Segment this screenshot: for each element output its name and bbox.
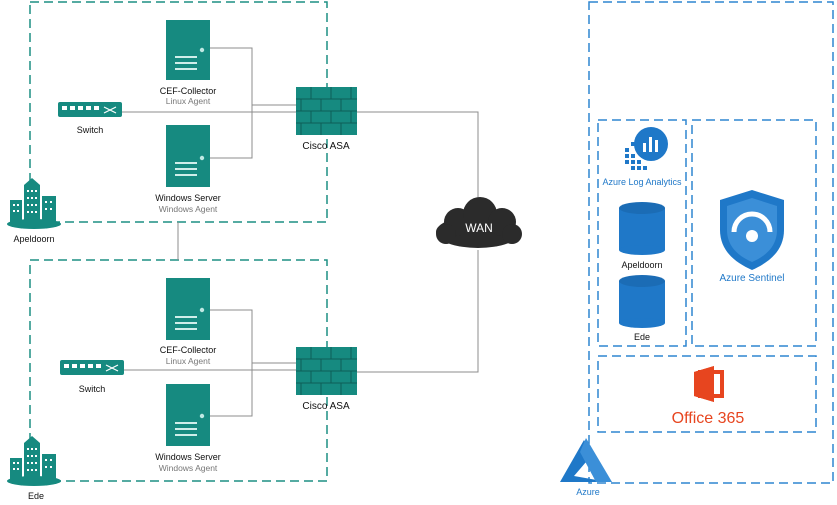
ede-switch-label: Switch [79,384,106,394]
apeldoorn-switch-icon [58,102,122,117]
sentinel-label: Azure Sentinel [719,273,784,284]
apeldoorn-collector-server-icon [166,20,210,80]
wan-cloud-icon [436,197,522,248]
azure-label: Azure [576,487,600,497]
apeldoorn-firewall-label: Cisco ASA [302,141,350,152]
apeldoorn-database-icon [619,202,665,255]
apeldoorn-building-icon [7,178,61,229]
apeldoorn-collector-agent: Linux Agent [166,96,211,106]
log-analytics-icon [625,127,668,170]
ede-database-icon [619,275,665,328]
ede-firewall-icon [296,347,357,395]
azure-boundary [588,1,834,484]
wan-label: WAN [465,221,493,235]
ede-server-label: Windows Server [155,452,221,462]
office-label: Office 365 [672,410,745,427]
ede-firewall-label: Cisco ASA [302,401,350,412]
apeldoorn-server-label: Windows Server [155,193,221,203]
apeldoorn-firewall-icon [296,87,357,135]
office-boundary [597,355,817,433]
apeldoorn-switch-label: Switch [77,125,104,135]
ede-collector-server-icon [166,278,210,340]
sentinel-shield-icon [720,190,784,270]
log-analytics-label: Azure Log Analytics [602,177,682,187]
apeldoorn-windows-server-icon [166,125,210,187]
ede-collector-agent: Linux Agent [166,356,211,366]
apeldoorn-collector-label: CEF-Collector [160,86,217,96]
ede-server-agent: Windows Agent [159,463,218,473]
office-icon [694,366,724,402]
db-ede-label: Ede [634,332,650,342]
apeldoorn-site-label: Apeldoorn [13,234,54,244]
db-apeldoorn-label: Apeldoorn [621,260,662,270]
apeldoorn-server-agent: Windows Agent [159,204,218,214]
connections [122,47,479,417]
ede-windows-server-icon [166,384,210,446]
log-analytics-boundary [597,119,687,347]
ede-building-icon [7,436,61,486]
ede-collector-label: CEF-Collector [160,345,217,355]
ede-switch-icon [60,360,124,375]
ede-site-label: Ede [28,491,44,501]
sentinel-boundary [691,119,817,347]
azure-logo-icon [560,438,612,482]
